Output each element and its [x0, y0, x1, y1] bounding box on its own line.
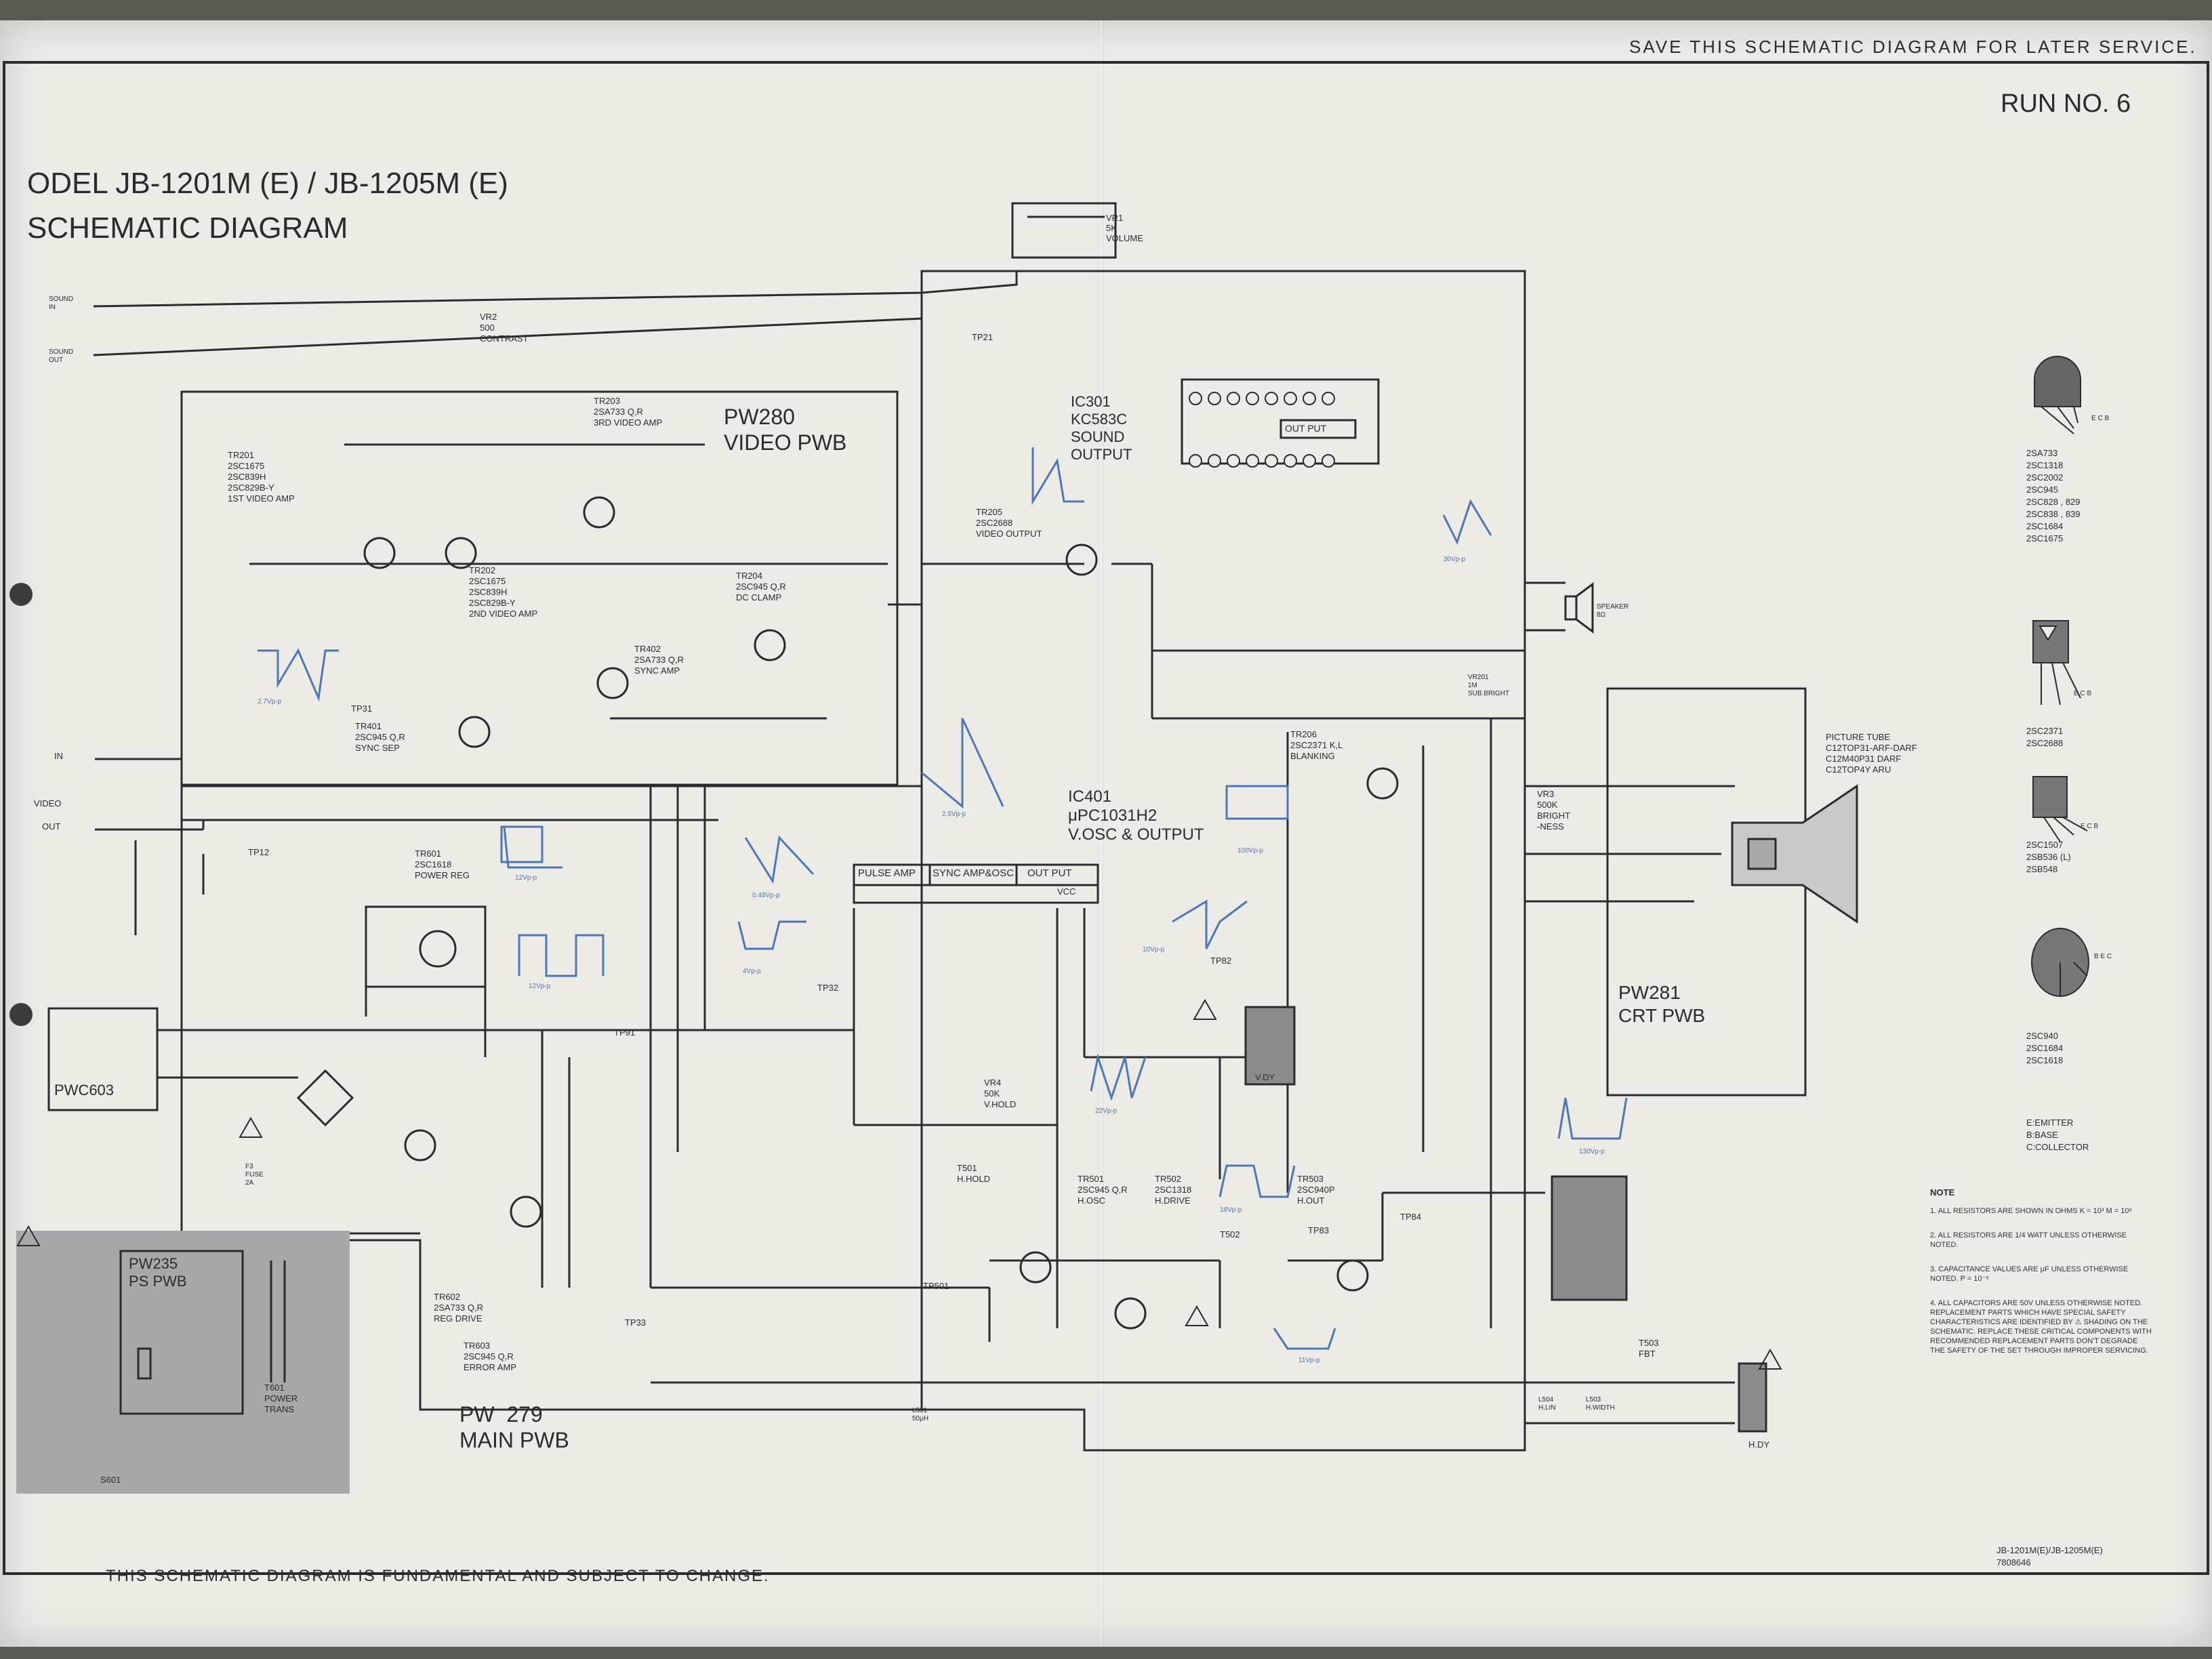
tr205-label: TR205 2SC2688 VIDEO OUTPUT — [976, 507, 1042, 539]
video-in-jack: IN — [54, 751, 63, 761]
sound-in-jack: SOUND IN — [49, 295, 74, 311]
waveform-label: 18Vp-p — [1220, 1206, 1242, 1214]
ic401-label: IC401 μPC1031H2 V.OSC & OUTPUT — [1068, 787, 1204, 844]
waveform-label: 12Vp-p — [529, 983, 551, 990]
test-point: TP83 — [1308, 1225, 1330, 1235]
run-number: RUN NO. 6 — [2001, 89, 2131, 118]
tr601-label: TR601 2SC1618 POWER REG — [415, 848, 470, 880]
l504-label: L504 H.LIN — [1538, 1396, 1556, 1412]
fold-crease — [1099, 20, 1103, 1647]
ic401-section: OUT PUT — [1027, 867, 1072, 879]
tr502-label: TR502 2SC1318 H.DRIVE — [1155, 1174, 1192, 1206]
note-item: 2. ALL RESISTORS ARE 1/4 WATT UNLESS OTH… — [1930, 1231, 2127, 1249]
video-label: VIDEO — [34, 798, 62, 808]
vr1-label: VR1 5K VOLUME — [1106, 213, 1143, 243]
tr401-label: TR401 2SC945 Q,R SYNC SEP — [355, 721, 405, 753]
tr503-label: TR503 2SC940P H.OUT — [1297, 1174, 1335, 1206]
tr402-label: TR402 2SA733 Q,R SYNC AMP — [634, 644, 684, 676]
pwc603-label: PWC603 — [54, 1082, 115, 1099]
footer-model-ref: JB-1201M(E)/JB-1205M(E) — [1996, 1545, 2103, 1555]
note-item: 3. CAPACITANCE VALUES ARE μF UNLESS OTHE… — [1930, 1265, 2129, 1283]
test-point: TP33 — [625, 1317, 647, 1328]
waveform-label: 100Vp-p — [1237, 847, 1263, 855]
waveform-label: 0.48Vp-p — [752, 892, 780, 899]
tr603-label: TR603 2SC945 Q,R ERROR AMP — [464, 1340, 517, 1372]
tr201-label: TR201 2SC1675 2SC839H 2SC829B-Y 1ST VIDE… — [228, 450, 295, 504]
speaker: SPEAKER 8Ω — [1597, 603, 1629, 619]
ic401-section: SYNC AMP&OSC — [933, 867, 1015, 879]
tr203-label: TR203 2SA733 Q,R 3RD VIDEO AMP — [594, 396, 663, 428]
tr501-label: TR501 2SC945 Q,R H.OSC — [1078, 1174, 1128, 1206]
sound-out-jack: SOUND OUT — [49, 348, 74, 364]
test-point: TP12 — [248, 847, 270, 857]
note-item: 1. ALL RESISTORS ARE SHOWN IN OHMS K = 1… — [1930, 1207, 2132, 1215]
test-point: TP31 — [351, 703, 373, 714]
waveform-label: 4Vp-p — [743, 968, 761, 975]
ic301-output-label: OUT PUT — [1285, 423, 1327, 434]
waveform-label: 11Vp-p — [1298, 1357, 1320, 1364]
transistor-legend-1: 2SA733 2SC1318 2SC2002 2SC945 2SC828 , 8… — [2026, 448, 2081, 544]
ps-pwb-label: PW235 PS PWB — [129, 1255, 187, 1290]
save-notice: SAVE THIS SCHEMATIC DIAGRAM FOR LATER SE… — [1629, 37, 2197, 57]
pin-legend: E:EMITTER B:BASE C:COLLECTOR — [2026, 1118, 2089, 1152]
model-title: ODEL JB-1201M (E) / JB-1205M (E) — [27, 167, 508, 200]
transistor-legend-3: 2SC1507 2SB536 (L) 2SB548 — [2026, 840, 2071, 874]
binder-hole — [9, 1003, 33, 1026]
waveform-label: 2.5Vp-p — [942, 811, 966, 818]
hdy-label: H.DY — [1748, 1439, 1770, 1450]
footer-disclaimer: THIS SCHEMATIC DIAGRAM IS FUNDAMENTAL AN… — [106, 1567, 770, 1585]
vr3-label: VR3 500K BRIGHT -NESS — [1537, 789, 1571, 832]
transistor-legend-2: 2SC2371 2SC2688 — [2026, 726, 2064, 748]
t601-label: T601 POWER TRANS — [264, 1382, 298, 1414]
l503-label: L503 H.WIDTH — [1586, 1396, 1615, 1412]
test-point: TP82 — [1210, 956, 1232, 966]
ic301-label: IC301 KC583C SOUND OUTPUT — [1071, 393, 1132, 463]
transistor-legend-4-pins: B E C — [2094, 953, 2112, 960]
s601-switch: S601 — [100, 1475, 121, 1485]
waveform-label: 12Vp-p — [515, 874, 537, 882]
notes-list: 1. ALL RESISTORS ARE SHOWN IN OHMS K = 1… — [1930, 1206, 2154, 1370]
l501-label: L501 50μH — [912, 1407, 929, 1422]
footer-doc-no: 7808646 — [1996, 1557, 2031, 1568]
waveform-label: 2.7Vp-p — [258, 698, 282, 705]
tr202-label: TR202 2SC1675 2SC839H 2SC829B-Y 2ND VIDE… — [469, 565, 538, 619]
vr2-label: VR2 500 CONTRAST — [480, 312, 529, 344]
transistor-legend-2-pins: E C B — [2074, 690, 2092, 697]
tr206-label: TR206 2SC2371 K,L BLANKING — [1290, 729, 1343, 761]
picture-tube-label: PICTURE TUBE C12TOP31-ARF-DARF C12M40P31… — [1826, 732, 1917, 775]
transistor-legend-1-pins: E C B — [2091, 415, 2110, 422]
test-point: TP84 — [1400, 1212, 1422, 1222]
transistor-legend-4: 2SC940 2SC1684 2SC1618 — [2026, 1031, 2064, 1065]
main-pwb-label: PW 279 MAIN PWB — [459, 1402, 569, 1452]
ic401-section: VCC — [1057, 886, 1076, 897]
binder-hole — [9, 583, 33, 606]
vr4-label: VR4 50K V.HOLD — [984, 1078, 1017, 1109]
tr602-label: TR602 2SA733 Q,R REG DRIVE — [434, 1292, 483, 1324]
video-pwb-label: PW280 VIDEO PWB — [724, 405, 847, 455]
waveform-label: 30Vp-p — [1443, 556, 1466, 563]
test-point: TP501 — [923, 1281, 949, 1291]
vr201-label: VR201 1M SUB.BRIGHT — [1468, 674, 1510, 697]
transistor-legend-3-pins: E C B — [2081, 823, 2099, 830]
test-point: TP91 — [614, 1027, 636, 1038]
ic401-section: PULSE AMP — [858, 867, 916, 879]
test-point: TP21 — [972, 332, 994, 342]
note-item: 4. ALL CAPACITORS ARE 50V UNLESS OTHERWI… — [1930, 1299, 2152, 1355]
crt-pwb-label: PW281 CRT PWB — [1618, 982, 1706, 1026]
tr204-label: TR204 2SC945 Q,R DC CLAMP — [736, 571, 786, 602]
notes-title: NOTE — [1930, 1187, 1955, 1197]
waveform-label: 10Vp-p — [1143, 946, 1165, 954]
test-point: TP32 — [817, 983, 839, 993]
fuse-label: F3 FUSE 2A — [245, 1163, 264, 1187]
waveform-label: 130Vp-p — [1579, 1148, 1605, 1155]
t502-label: T502 — [1220, 1229, 1240, 1240]
video-out-jack: OUT — [42, 821, 61, 832]
diagram-title: SCHEMATIC DIAGRAM — [27, 211, 348, 245]
waveform-label: 22Vp-p — [1095, 1107, 1118, 1115]
t501-label: T501 H.HOLD — [957, 1163, 991, 1184]
t503-label: T503 FBT — [1639, 1338, 1659, 1359]
vdy-label: V.DY — [1255, 1072, 1275, 1082]
